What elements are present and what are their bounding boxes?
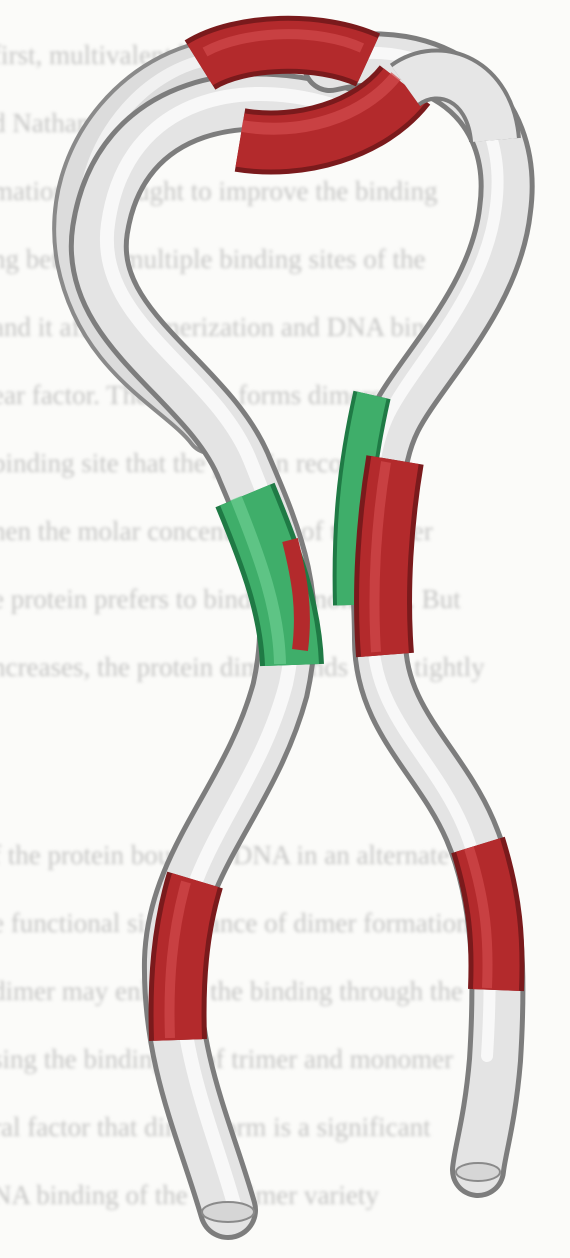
right-mid-helix [374,460,395,655]
left-lower-helix [170,880,195,1040]
left-beta-strand [236,495,292,665]
top-helix-back [200,34,368,65]
right-lower-helix [469,845,497,990]
right-tube-end [456,1163,500,1181]
left-tube-end [202,1202,254,1222]
